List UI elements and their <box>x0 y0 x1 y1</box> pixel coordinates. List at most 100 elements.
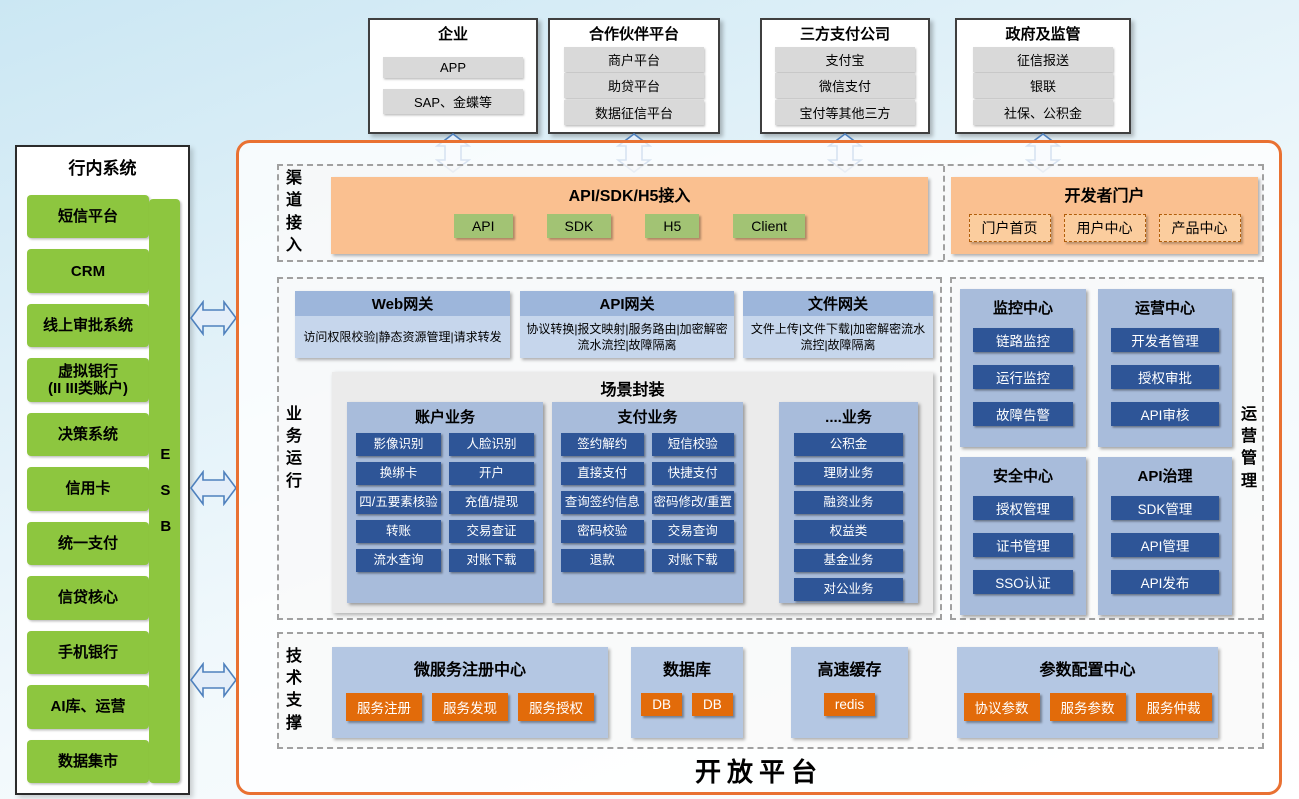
internal-system-item: 信贷核心 <box>27 576 149 620</box>
business-capability-item: 签约解约 <box>561 433 644 456</box>
monitoring-center-box: 监控中心 链路监控运行监控故障告警 <box>960 289 1086 447</box>
external-items: APP SAP、金蝶等 <box>370 45 536 132</box>
center-item: API发布 <box>1111 570 1219 594</box>
monitoring-center-items: 链路监控运行监控故障告警 <box>960 328 1086 426</box>
tech-item: 服务仲裁 <box>1135 693 1212 721</box>
cache-title: 高速缓存 <box>817 662 882 679</box>
tech-item: 服务发现 <box>432 693 508 721</box>
tech-item: 协议参数 <box>963 693 1040 721</box>
microservice-registry-items: 服务注册服务发现服务授权 <box>332 693 608 721</box>
security-center-title: 安全中心 <box>992 468 1053 485</box>
tech-item: DB <box>692 693 733 716</box>
external-box-third-party-payment-title: 三方支付公司 <box>799 26 890 43</box>
cache-box: 高速缓存 redis <box>791 647 908 738</box>
center-item: API审核 <box>1111 402 1219 426</box>
api-gateway-title: API网关 <box>520 291 734 316</box>
external-item: 银联 <box>973 73 1113 98</box>
tech-item: redis <box>823 693 876 716</box>
business-capability-item: 理财业务 <box>794 462 903 485</box>
payment-business-column: 支付业务 签约解约短信校验直接支付快捷支付查询签约信息密码修改/重置密码校验交易… <box>552 402 743 603</box>
business-capability-item: 密码修改/重置 <box>651 491 734 514</box>
portal-item: 用户中心 <box>1063 214 1146 242</box>
external-box-enterprise-title: 企业 <box>437 26 468 43</box>
api-governance-title: API治理 <box>1137 468 1193 485</box>
monitoring-center-title: 监控中心 <box>992 300 1053 317</box>
parameter-config-title: 参数配置中心 <box>1039 662 1136 679</box>
operations-management-label: 运营管理 <box>1240 405 1257 490</box>
business-capability-item: 公积金 <box>794 433 903 456</box>
external-item: 商户平台 <box>564 46 704 72</box>
external-box-third-party-payment: 三方支付公司 支付宝微信支付宝付等其他三方 <box>760 18 930 134</box>
portal-list: 门户首页用户中心产品中心 <box>951 214 1258 242</box>
database-title: 数据库 <box>662 662 711 679</box>
api-sdk-h5-access-title: API/SDK/H5接入 <box>568 188 691 205</box>
web-gateway-box: Web网关 访问权限校验|静态资源管理|请求转发 <box>295 291 510 358</box>
account-business-items: 影像识别人脸识别换绑卡开户四/五要素核验充值/提现转账交易查证流水查询对账下载 <box>356 433 534 572</box>
external-item: 数据征信平台 <box>564 99 704 125</box>
internal-system-item: 虚拟银行 (II III类账户) <box>27 358 149 402</box>
file-gateway-box: 文件网关 文件上传|文件下载|加密解密流水流控|故障隔离 <box>743 291 933 358</box>
business-capability-item: 权益类 <box>794 520 903 543</box>
center-item: 链路监控 <box>972 328 1074 352</box>
external-item: SAP、金蝶等 <box>383 89 523 115</box>
external-item: 支付宝 <box>775 46 915 72</box>
file-gateway-title: 文件网关 <box>743 291 933 316</box>
business-capability-item: 人脸识别 <box>449 433 534 456</box>
open-platform-title: 开放平台 <box>694 757 823 787</box>
parameter-config-items: 协议参数服务参数服务仲裁 <box>957 693 1218 721</box>
business-capability-item: 对账下载 <box>651 549 734 572</box>
center-item: API管理 <box>1111 533 1219 557</box>
internal-system-item: 数据集市 <box>27 739 149 783</box>
center-item: 运行监控 <box>972 365 1074 389</box>
horizontal-double-arrow <box>190 661 237 703</box>
channel-section-divider <box>943 166 945 260</box>
center-item: 开发者管理 <box>1111 328 1219 352</box>
business-capability-item: 流水查询 <box>356 549 441 572</box>
business-capability-item: 交易查询 <box>651 520 734 543</box>
internal-systems-title: 行内系统 <box>68 159 137 178</box>
business-capability-item: 转账 <box>356 520 441 543</box>
other-business-title: ....业务 <box>825 409 872 426</box>
scenario-encapsulation-box: 场景封装 账户业务 影像识别人脸识别换绑卡开户四/五要素核验充值/提现转账交易查… <box>332 372 933 613</box>
business-capability-item: 开户 <box>449 462 534 485</box>
tech-item: 服务参数 <box>1049 693 1126 721</box>
tech-support-label: 技术支撑 <box>285 647 302 732</box>
external-box-government-regulator: 政府及监管 征信报送银联社保、公积金 <box>955 18 1131 134</box>
access-method-item: Client <box>733 214 806 238</box>
channel-access-label: 渠道接入 <box>285 170 302 255</box>
operation-center-title: 运营中心 <box>1134 300 1195 317</box>
business-capability-item: 四/五要素核验 <box>356 491 441 514</box>
esb-bus: ESB <box>149 199 180 783</box>
external-item: 微信支付 <box>775 73 915 98</box>
external-item: 征信报送 <box>973 46 1113 72</box>
external-box-partner-platform: 合作伙伴平台 商户平台助贷平台数据征信平台 <box>548 18 720 134</box>
business-capability-item: 影像识别 <box>356 433 441 456</box>
horizontal-double-arrow <box>190 299 237 341</box>
api-gateway-box: API网关 协议转换|报文映射|服务路由|加密解密流水流控|故障隔离 <box>520 291 734 358</box>
tech-item: 服务授权 <box>518 693 594 721</box>
other-business-items: 公积金理财业务融资业务权益类基金业务对公业务 <box>788 433 909 601</box>
center-item: 故障告警 <box>972 402 1074 426</box>
business-capability-item: 退款 <box>561 549 644 572</box>
developer-portal-box: 开发者门户 门户首页用户中心产品中心 <box>951 177 1258 254</box>
account-business-column: 账户业务 影像识别人脸识别换绑卡开户四/五要素核验充值/提现转账交易查证流水查询… <box>347 402 543 603</box>
microservice-registry-box: 微服务注册中心 服务注册服务发现服务授权 <box>332 647 608 738</box>
horizontal-double-arrow <box>190 469 237 511</box>
business-capability-item: 直接支付 <box>561 462 644 485</box>
external-box-partner-platform-title: 合作伙伴平台 <box>588 26 679 43</box>
external-item: APP <box>383 56 523 78</box>
external-box-enterprise: 企业 APP SAP、金蝶等 <box>368 18 538 134</box>
other-business-column: ....业务 公积金理财业务融资业务权益类基金业务对公业务 <box>779 402 918 603</box>
internal-system-item: AI库、运营 <box>27 685 149 729</box>
